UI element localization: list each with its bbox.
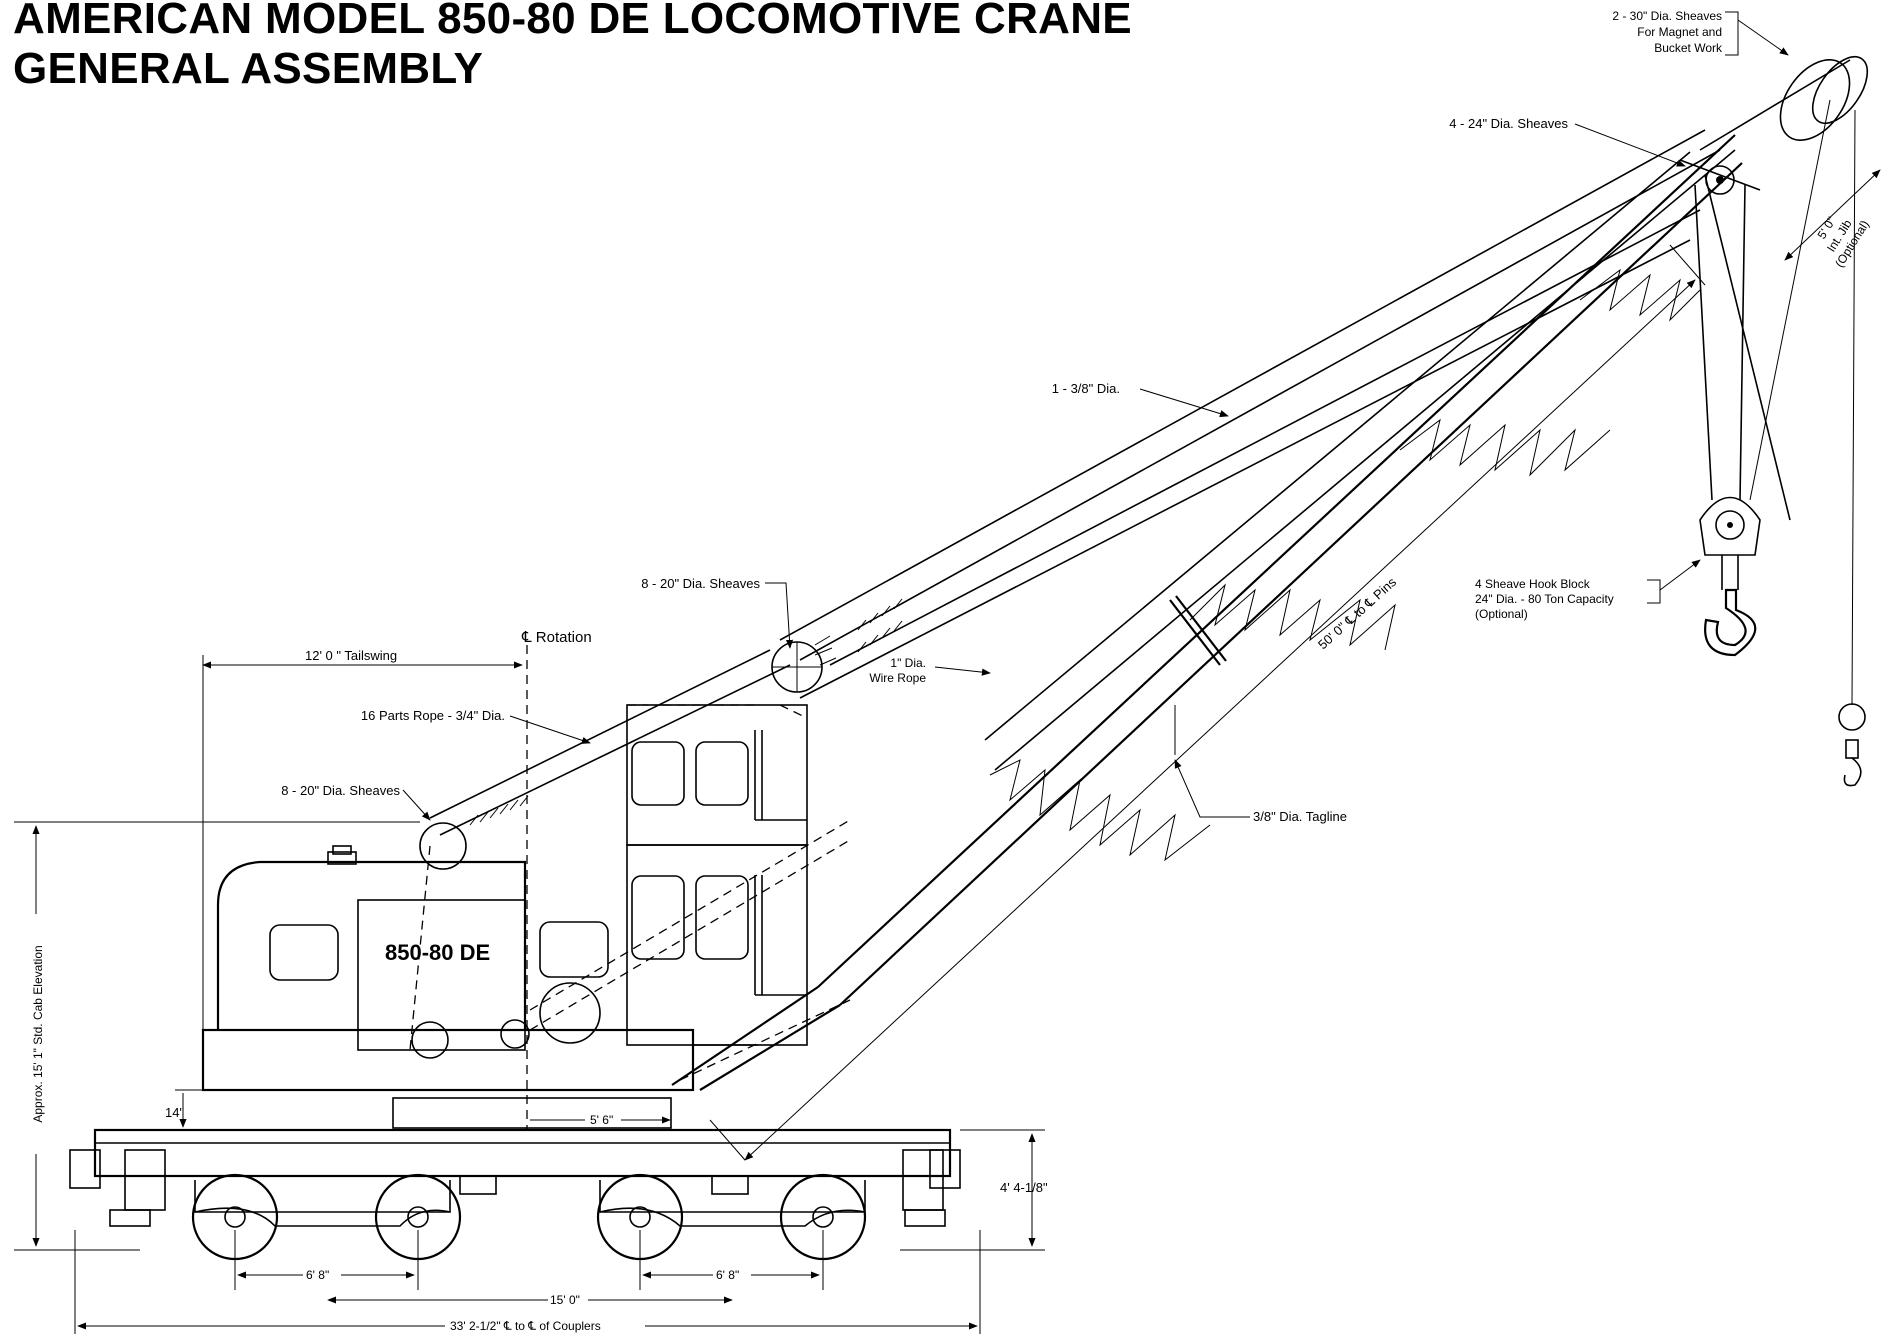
boom [671, 134, 1743, 1091]
sheaves-20-lower-label: 8 - 20" Dia. Sheaves [281, 783, 400, 798]
offset-14-label: 14" [165, 1105, 184, 1120]
rail-car [69, 1128, 961, 1261]
axle-spacing-left: 6' 8" [306, 1268, 329, 1282]
boom-suspension-ropes [429, 129, 1721, 836]
drawing-title: AMERICAN MODEL 850-80 DE LOCOMOTIVE CRAN… [13, 0, 1132, 94]
tagline-label: 3/8" Dia. Tagline [1253, 809, 1347, 824]
top-sheaves-label-2: For Magnet and [1637, 25, 1722, 39]
title-line-1: AMERICAN MODEL 850-80 DE LOCOMOTIVE CRAN… [13, 0, 1132, 43]
leader-lines [402, 11, 1789, 821]
dimension-labels: Approx. 15' 1" Std. Cab Elevation 14" 5'… [28, 914, 1048, 1333]
callout-labels: 2 - 30" Dia. Sheaves For Magnet and Buck… [281, 9, 1872, 824]
parts-rope-label: 16 Parts Rope - 3/4" Dia. [361, 708, 505, 723]
hoist-ropes [1694, 99, 1856, 706]
title-line-2: GENERAL ASSEMBLY [13, 44, 484, 93]
coupler-length-label: 33' 2-1/2" ℄ to ℄ of Couplers [450, 1319, 601, 1333]
top-sheaves-label-1: 2 - 30" Dia. Sheaves [1612, 9, 1722, 23]
dimension-lines [14, 169, 1881, 1334]
lower-sheaves [419, 795, 529, 870]
rope-138-label: 1 - 3/8" Dia. [1052, 381, 1120, 396]
sheaves-20-upper-label: 8 - 20" Dia. Sheaves [641, 576, 760, 591]
axle-spacing-right: 6' 8" [716, 1268, 739, 1282]
tailswing-label: 12' 0 " Tailswing [305, 648, 397, 663]
wire-rope-label-1: 1" Dia. [890, 656, 926, 670]
hook-block-label-3: (Optional) [1475, 607, 1528, 621]
rotation-label: ℄ Rotation [521, 629, 592, 646]
deck-height-label: 4' 4-1/8" [1000, 1180, 1048, 1195]
wire-rope-label-2: Wire Rope [869, 671, 926, 685]
top-sheaves-label-3: Bucket Work [1654, 41, 1723, 55]
cab-elevation-label: Approx. 15' 1" Std. Cab Elevation [31, 945, 45, 1122]
model-badge: 850-80 DE [385, 940, 490, 965]
hook-block-label-2: 24" Dia. - 80 Ton Capacity [1475, 592, 1614, 606]
offset-56-label: 5' 6" [590, 1113, 613, 1127]
hook-block [1699, 496, 1761, 657]
sheaves-24-label: 4 - 24" Dia. Sheaves [1449, 116, 1568, 131]
magnet-hook [1838, 703, 1866, 787]
boom-tip-sheaves [1679, 56, 1869, 195]
truck-centers-label: 15' 0" [550, 1293, 580, 1307]
hook-block-label-1: 4 Sheave Hook Block [1475, 577, 1591, 591]
